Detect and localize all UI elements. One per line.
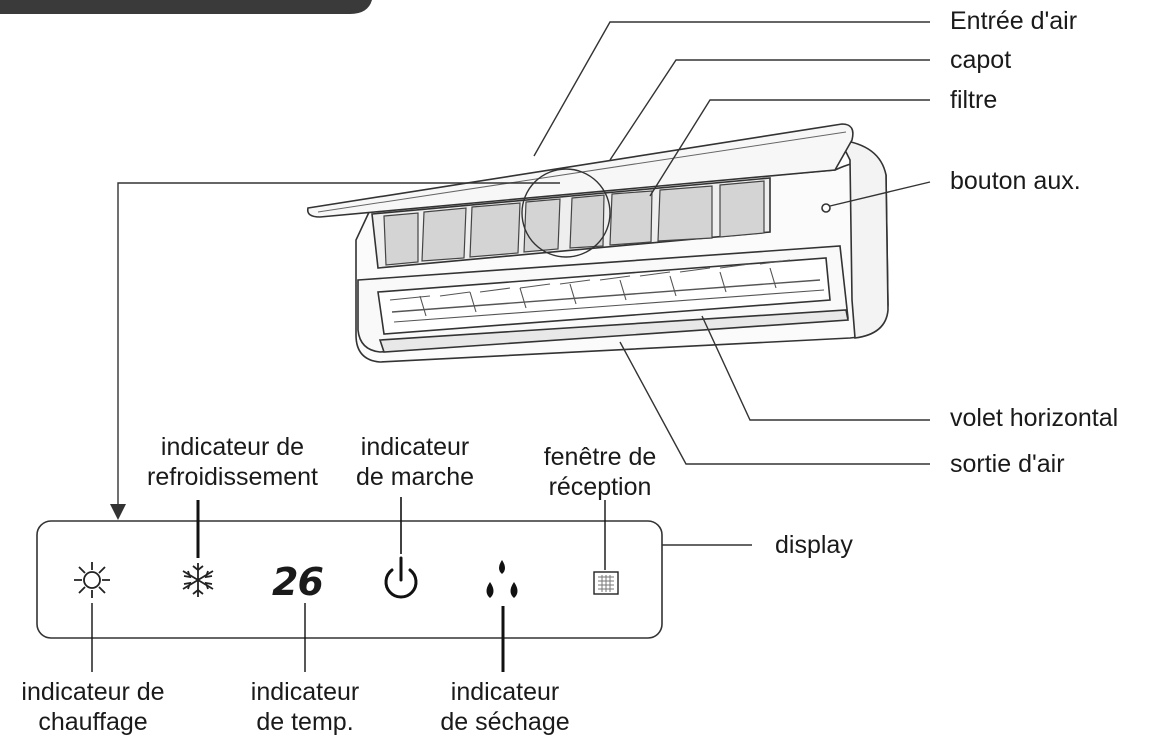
label-dry-line1: indicateur: [450, 678, 560, 706]
indoor-unit: [306, 123, 889, 363]
sun-icon: [74, 562, 110, 598]
label-temp-line2: de temp.: [256, 708, 354, 736]
display-panel: [36, 520, 663, 639]
label-run-line2: de marche: [355, 463, 475, 491]
power-icon: [384, 556, 418, 599]
temperature-readout: 26: [272, 560, 324, 604]
label-horizontal-louver: volet horizontal: [950, 404, 1119, 432]
label-run-indicator: indicateur de marche: [335, 432, 495, 492]
label-aux-button: bouton aux.: [950, 167, 1081, 195]
horizontal-louver: [378, 309, 849, 353]
front-cover: [306, 123, 854, 218]
label-display: display: [775, 531, 853, 559]
label-air-inlet: Entrée d'air: [950, 7, 1078, 35]
callout-lines: [117, 21, 931, 546]
label-filter: filtre: [950, 86, 998, 114]
filter-panels: [383, 180, 765, 266]
label-heating-line1: indicateur de: [21, 678, 165, 706]
line-air-outlet: [619, 341, 930, 465]
label-receiver-window: fenêtre de réception: [520, 442, 680, 502]
label-heating-line2: chauffage: [38, 708, 148, 736]
arrowhead: [110, 504, 126, 520]
line-air-inlet: [533, 21, 930, 157]
label-cooling-indicator: indicateur de refroidissement: [120, 432, 345, 492]
label-receiver-line1: fenêtre de: [543, 443, 657, 471]
line-horizontal-louver: [701, 315, 930, 421]
aux-button: [821, 203, 831, 213]
label-heating-indicator: indicateur de chauffage: [0, 677, 186, 737]
line-cover: [609, 59, 930, 161]
label-air-outlet: sortie d'air: [950, 450, 1065, 478]
label-run-line1: indicateur: [360, 433, 470, 461]
label-cover: capot: [950, 46, 1012, 74]
label-cooling-line2: refroidissement: [147, 463, 318, 491]
detail-circle: [521, 168, 611, 258]
unit-end-cap: [838, 139, 889, 339]
label-receiver-line2: réception: [548, 473, 652, 501]
snowflake-icon: [182, 563, 214, 597]
line-aux-button: [829, 181, 931, 207]
label-dry-indicator: indicateur de séchage: [420, 677, 590, 737]
label-dry-line2: de séchage: [440, 708, 570, 736]
line-display-arrow: [117, 182, 560, 506]
label-temp-indicator: indicateur de temp.: [225, 677, 385, 737]
louver-blades: [389, 259, 825, 323]
label-temp-line1: indicateur: [250, 678, 360, 706]
water-drops-icon: [486, 560, 518, 598]
indicator-lines: [91, 497, 606, 672]
receiver-window-icon: [593, 571, 619, 595]
line-filter: [649, 99, 930, 197]
label-cooling-line1: indicateur de: [160, 433, 305, 461]
header-tab: [0, 0, 372, 14]
